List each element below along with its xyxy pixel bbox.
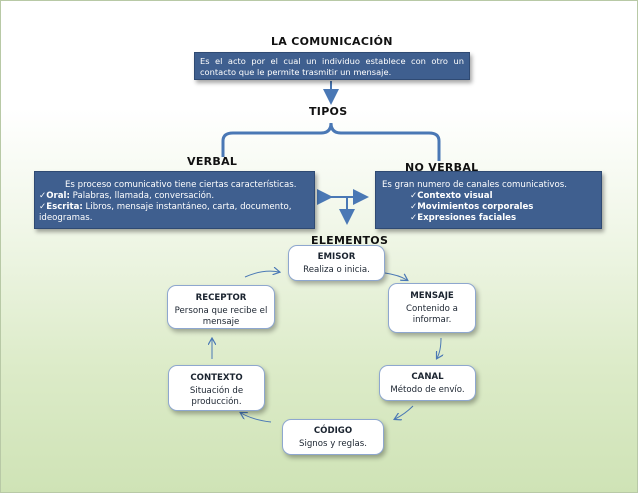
no-verbal-intro: Es gran numero de canales comunicativos.	[382, 180, 567, 190]
verbal-item-escrita: ✓Escrita: Libros, mensaje instantáneo, c…	[39, 202, 292, 223]
arrow-emisor-to-mensaje	[384, 272, 407, 280]
node-emisor-name: EMISOR	[317, 252, 356, 262]
no-verbal-box: Es gran numero de canales comunicativos.…	[375, 171, 602, 229]
definition-box: Es el acto por el cual un individuo esta…	[194, 52, 470, 80]
tipos-brace	[221, 122, 441, 161]
node-contexto-desc: Situación de producción.	[189, 386, 244, 407]
no-verbal-item: ✓Contexto visual	[410, 191, 493, 201]
verbal-intro: Es proceso comunicativo tiene ciertas ca…	[65, 180, 297, 190]
verbal-item-oral: ✓Oral: Palabras, llamada, conversación.	[39, 191, 215, 201]
node-contexto: CONTEXTO Situación de producción.	[168, 365, 265, 411]
tipos-label: TIPOS	[309, 105, 348, 118]
node-emisor: EMISOR Realiza o inicia.	[288, 245, 385, 281]
node-canal-desc: Método de envío.	[390, 385, 465, 395]
no-verbal-item: ✓Movimientos corporales	[410, 202, 534, 212]
node-mensaje-name: MENSAJE	[410, 291, 454, 301]
definition-text: Es el acto por el cual un individuo esta…	[200, 56, 464, 77]
no-verbal-item: ✓Expresiones faciales	[410, 213, 517, 223]
diagram-title: LA COMUNICACIÓN	[271, 35, 393, 48]
verbal-box: Es proceso comunicativo tiene ciertas ca…	[34, 171, 315, 229]
node-contexto-name: CONTEXTO	[190, 373, 243, 383]
node-emisor-desc: Realiza o inicia.	[303, 265, 370, 275]
arrow-receptor-to-emisor	[244, 271, 279, 278]
node-receptor-desc: Persona que recibe el mensaje	[174, 306, 268, 327]
node-codigo-desc: Signos y reglas.	[299, 439, 367, 449]
verbal-label: VERBAL	[187, 155, 238, 168]
node-mensaje: MENSAJE Contenido a informar.	[388, 283, 476, 333]
arrow-codigo-to-contexto	[241, 413, 272, 423]
node-receptor-name: RECEPTOR	[195, 293, 247, 303]
node-mensaje-desc: Contenido a informar.	[406, 304, 458, 325]
node-canal-name: CANAL	[411, 372, 444, 382]
node-receptor: RECEPTOR Persona que recibe el mensaje	[167, 285, 275, 329]
node-codigo-name: CÓDIGO	[313, 426, 353, 436]
arrow-canal-to-codigo	[395, 405, 414, 419]
node-canal: CANAL Método de envío.	[379, 365, 476, 401]
arrow-mensaje-to-canal	[437, 337, 441, 358]
node-codigo: CÓDIGO Signos y reglas.	[282, 419, 384, 455]
elementos-label: ELEMENTOS	[311, 234, 389, 247]
no-verbal-label: NO VERBAL	[405, 161, 479, 174]
